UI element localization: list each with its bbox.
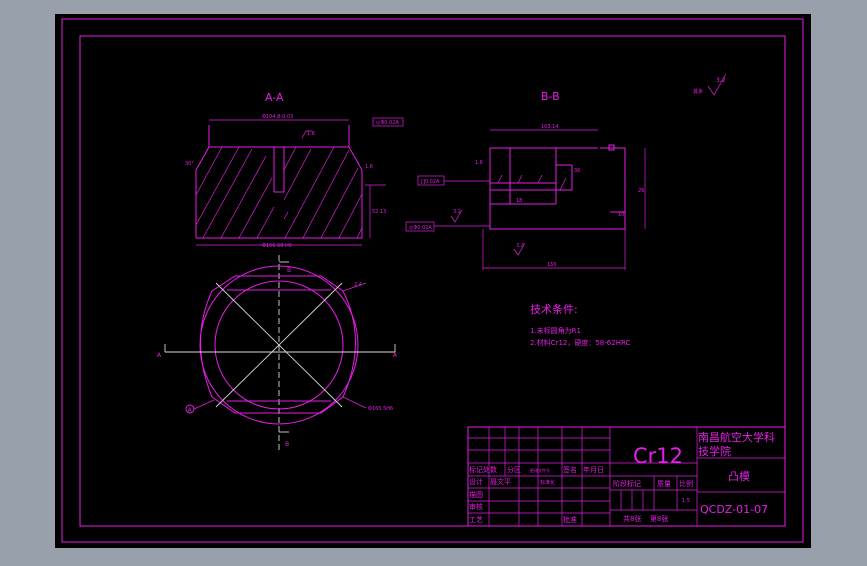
approve-label: 批准: [563, 515, 577, 524]
school-line-2: 技学院: [698, 444, 731, 458]
std-label: 标准化: [540, 479, 555, 486]
view-b-bottom: B: [285, 441, 289, 448]
draw-label: 描图: [469, 490, 483, 499]
svg-text:1.6: 1.6: [475, 160, 483, 166]
datum-circle-label: A: [188, 407, 193, 414]
svg-text:Φ104.8-0.03: Φ104.8-0.03: [262, 114, 293, 120]
section-b-view: 103.14 150 26 18 36 10 []0.02A ◎Φ0.02A 3…: [405, 124, 646, 270]
svg-text:150: 150: [547, 262, 557, 268]
part-name: 凸模: [728, 470, 750, 483]
svg-text:◎Φ0.02A: ◎Φ0.02A: [409, 225, 432, 231]
svg-text:30°: 30°: [185, 161, 194, 167]
svg-text:Φ166.68 H6: Φ166.68 H6: [262, 243, 292, 249]
svg-text:Φ165.5H6: Φ165.5H6: [368, 406, 393, 412]
svg-text:18: 18: [516, 198, 522, 204]
inner-border: [79, 35, 786, 527]
svg-text:1.6: 1.6: [307, 131, 315, 137]
check-label: 审核: [469, 502, 483, 511]
svg-text:3.2: 3.2: [453, 209, 461, 215]
row-label-5: 年月日: [583, 465, 604, 474]
design-label: 设计: [469, 477, 483, 486]
svg-text:103.14: 103.14: [541, 124, 559, 130]
section-b-label: B-B: [541, 90, 560, 103]
view-b-top: B: [287, 267, 291, 274]
svg-text:[]0.02A: []0.02A: [421, 179, 440, 185]
scale-value: 1:5: [682, 498, 690, 504]
sheet-number: 第8张: [650, 514, 668, 523]
material-text: Cr12: [633, 444, 683, 468]
drawing-number: QCDZ-01-07: [700, 503, 768, 516]
weight-label: 质量: [657, 479, 671, 488]
tech-note-2: 2.材料Cr12，硬度：58-62HRC: [530, 338, 630, 347]
roughness-global: 3.2: [716, 77, 726, 84]
view-a-left: A: [157, 352, 162, 359]
roughness-symbol-icon: [707, 73, 727, 96]
tech-title: 技术条件:: [530, 302, 578, 316]
model-space: [55, 14, 811, 548]
title-block: [467, 426, 786, 527]
row-label-3: 更改文件号: [530, 467, 550, 473]
roughness-prefix: 其余: [693, 88, 703, 95]
tech-note-1: 1.未标圆角为R1: [530, 326, 581, 335]
plan-view: Φ165.5H6 2.4: [164, 261, 396, 433]
process-label: 工艺: [469, 516, 483, 524]
sheets-total: 共8张: [623, 514, 641, 523]
school-line-1: 南昌航空大学科: [698, 430, 775, 444]
row-label-1: 标记处数: [469, 465, 497, 474]
svg-text:10: 10: [618, 212, 624, 218]
outer-border: [61, 18, 804, 543]
stage-label: 阶段标记: [613, 479, 641, 488]
svg-text:3.2: 3.2: [516, 243, 524, 249]
row-label-4: 签名: [563, 465, 577, 474]
svg-text:2.4: 2.4: [354, 282, 362, 288]
row-label-2: 分区: [507, 465, 521, 474]
scale-label: 比例: [679, 479, 693, 488]
svg-text:52.13: 52.13: [372, 209, 386, 215]
svg-text:36: 36: [574, 168, 580, 174]
view-a-right: A: [393, 352, 398, 359]
section-a-label: A-A: [265, 91, 284, 104]
svg-text:◎Φ0.02A: ◎Φ0.02A: [376, 120, 399, 126]
svg-text:26: 26: [638, 188, 644, 194]
section-a-view: Φ104.8-0.03 ◎Φ0.02A Φ166.68 H6 52.13 1.6…: [185, 114, 404, 450]
svg-text:1.6: 1.6: [365, 164, 373, 170]
designer-name: 聂文平: [490, 477, 511, 486]
